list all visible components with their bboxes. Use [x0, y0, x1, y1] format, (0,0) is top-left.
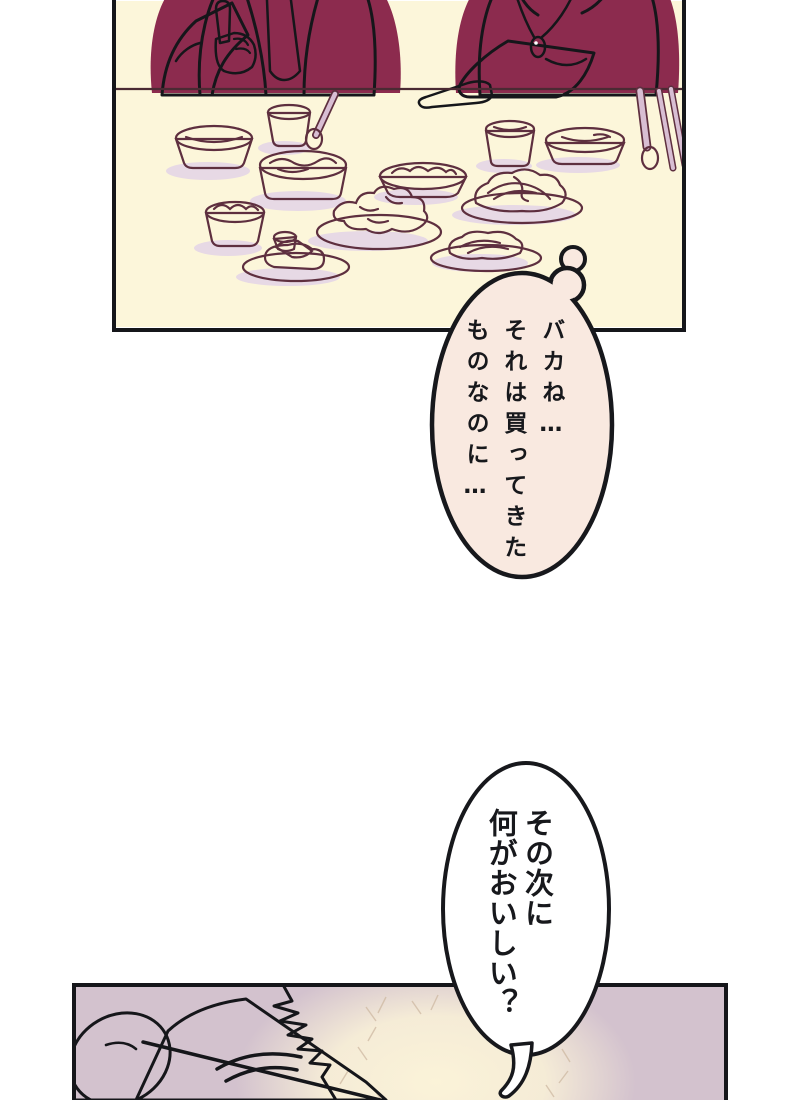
panel-dining-scene: [112, 0, 686, 332]
dish-right-bowl: [544, 126, 626, 166]
thought-bubble: [429, 245, 615, 580]
left-person-hand: [214, 0, 257, 75]
closed-eye-upper: [215, 1052, 303, 1071]
dish-casserole: [258, 149, 348, 201]
dish-noodle-plate-1: [460, 168, 584, 225]
closed-eye-lower: [224, 1065, 299, 1083]
ear-inner-line: [104, 1041, 138, 1051]
dish-left-bowl: [174, 124, 254, 170]
thought-bubble-text: バカね… それは買ってきた ものなのに…: [461, 318, 564, 566]
speech-bubble-tail: [498, 1041, 534, 1099]
left-person: [160, 0, 377, 97]
left-chair: [150, 0, 401, 93]
dish-cup-spoon: [266, 90, 339, 151]
right-chair: [455, 0, 680, 93]
right-person: [417, 0, 660, 109]
speech-bubble: [441, 761, 611, 1099]
panel-closeup-scene: [72, 983, 728, 1100]
ear: [76, 1011, 172, 1100]
dish-right-cup: [484, 119, 536, 168]
dish-noodle-plate-2: [429, 230, 543, 273]
dish-small-bowl: [204, 200, 266, 248]
dish-oval-bowl: [378, 161, 468, 199]
dining-scene-art: [116, 0, 682, 327]
dish-roll-plate: [241, 230, 351, 283]
jaw-line: [141, 1040, 382, 1100]
hair: [76, 987, 338, 1100]
utensils: [635, 85, 682, 172]
closeup-art: [76, 987, 724, 1100]
face: [134, 997, 388, 1100]
thought-bubble-body: [429, 270, 615, 580]
dish-dumpling-plate: [315, 185, 443, 251]
speech-bubble-text: その次に 何がおいしい？: [484, 808, 555, 1018]
pendant-highlight: [534, 41, 538, 45]
pendant: [529, 35, 547, 59]
